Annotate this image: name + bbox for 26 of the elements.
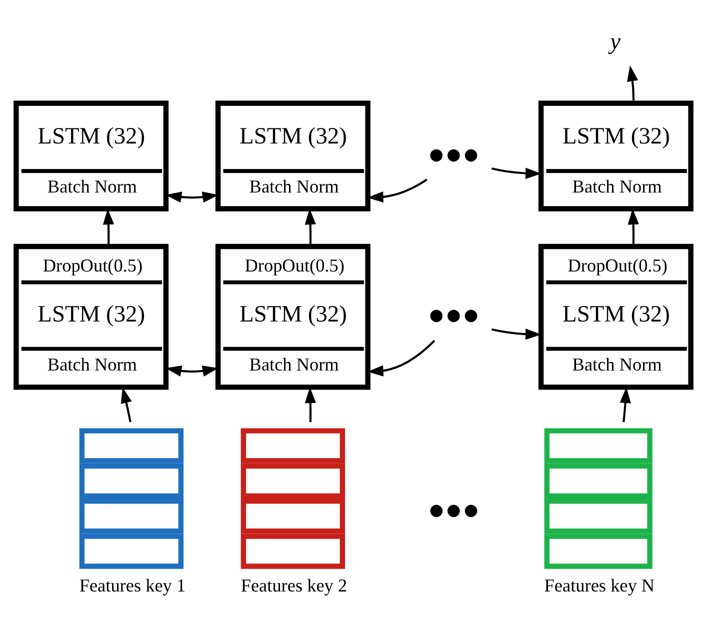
- node-box: DropOut(0.5) LSTM (32) Batch Norm: [14, 244, 169, 390]
- node-label: Features key 2: [240, 575, 348, 596]
- arrow: [367, 340, 436, 376]
- arrow: [491, 167, 542, 179]
- node-text: ●●●: [428, 299, 480, 332]
- arrow: [304, 208, 316, 244]
- node-label: Features key N: [544, 575, 655, 596]
- arrow: [620, 387, 631, 422]
- arrow: [102, 208, 114, 244]
- node-text: ●●●: [428, 138, 480, 170]
- arrow: [166, 366, 218, 376]
- node-box: LSTM (32) Batch Norm: [215, 100, 370, 212]
- arrow: [628, 208, 639, 244]
- arrow: [491, 328, 542, 340]
- arrow: [304, 387, 316, 422]
- node-box: DropOut(0.5) LSTM (32) Batch Norm: [215, 244, 370, 390]
- arrow: [367, 178, 428, 203]
- arrow: [120, 387, 132, 422]
- arrow: [166, 192, 218, 203]
- arrow: [627, 65, 638, 100]
- node-text: ●●●: [428, 494, 480, 526]
- node-label: Features key 1: [79, 575, 186, 596]
- node-box: LSTM (32) Batch Norm: [538, 100, 694, 212]
- node-box: LSTM (32) Batch Norm: [14, 100, 169, 212]
- node-text: y: [610, 29, 620, 56]
- node-box: DropOut(0.5) LSTM (32) Batch Norm: [538, 244, 694, 390]
